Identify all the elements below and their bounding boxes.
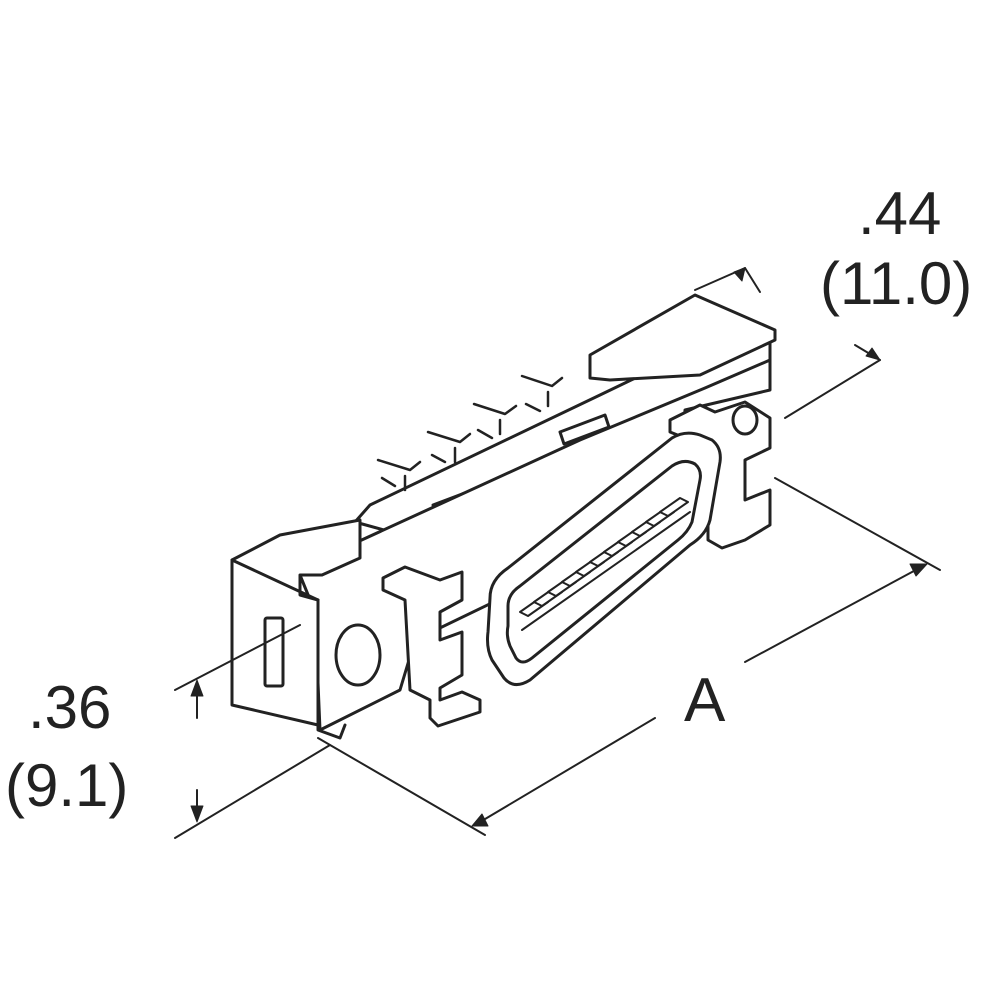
pin	[520, 374, 564, 388]
pin	[380, 476, 397, 488]
length-a-label: A	[684, 666, 726, 735]
height-mm-label: (9.1)	[5, 752, 129, 819]
arrowhead	[865, 347, 881, 361]
right-boss	[731, 404, 759, 436]
left-round-boss	[334, 623, 382, 687]
arrowhead	[471, 813, 489, 827]
arrowhead	[733, 267, 746, 282]
connector-contacts	[519, 497, 691, 631]
left-bracket	[381, 565, 482, 728]
ext-line-height-top	[174, 624, 301, 691]
arrowhead	[190, 805, 204, 823]
depth-inch-label: .44	[858, 180, 942, 247]
dim-line-a-left	[474, 717, 656, 826]
depth-mm-label: (11.0)	[820, 250, 973, 317]
arrowheads	[190, 267, 928, 827]
ext-line-height-bottom	[174, 744, 331, 839]
contact-row	[521, 511, 691, 631]
arrow-line-depth-top	[744, 267, 761, 293]
pin	[472, 402, 518, 416]
ext-line-a-left	[317, 737, 486, 836]
pin	[524, 402, 542, 413]
contact-pins	[376, 374, 564, 492]
arrowhead	[190, 679, 204, 697]
contact	[659, 497, 689, 517]
left-latch-slot	[263, 616, 285, 688]
pin	[426, 430, 472, 444]
height-inch-label: .36	[28, 674, 112, 741]
pin	[376, 458, 422, 472]
pin	[476, 428, 494, 440]
pin	[430, 453, 447, 464]
left-end-edge	[230, 558, 320, 602]
ext-line-bottom-depth	[784, 359, 881, 419]
left-end-inner	[316, 598, 347, 740]
ext-line-a-right	[774, 477, 941, 571]
dim-line-a-right	[744, 564, 926, 663]
arrowhead	[909, 563, 928, 577]
dimension-lines	[174, 267, 941, 839]
rear-top-block	[588, 293, 777, 382]
